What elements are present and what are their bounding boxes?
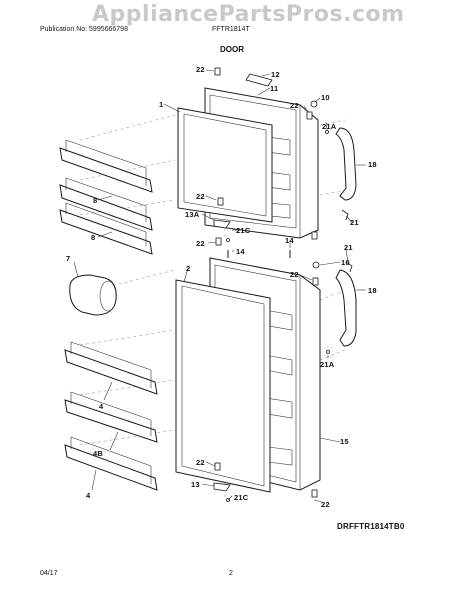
- callout-4: 4: [99, 402, 104, 411]
- callout-4: 4: [86, 491, 91, 500]
- callout-13A: 13A: [185, 210, 200, 219]
- door-bin-8-middle: [59, 177, 153, 231]
- fresh-food-door-gasket: [175, 279, 271, 493]
- callout-8: 8: [93, 196, 98, 205]
- small-hardware: [213, 67, 353, 502]
- callout-22: 22: [196, 65, 205, 74]
- watermark-logo: AppliancePartsPros.com: [92, 2, 405, 27]
- section-title: DOOR: [220, 45, 244, 54]
- callout-22: 22: [321, 500, 330, 509]
- lower-door-handle: [335, 269, 357, 347]
- door-bin-4-upper: [64, 341, 158, 395]
- callout-21: 21: [344, 243, 353, 252]
- callout-18: 18: [368, 286, 377, 295]
- door-bin-8-upper: [59, 139, 153, 193]
- footer-date: 04/17: [40, 570, 58, 577]
- alignment-lines: [79, 114, 346, 500]
- door-bin-4B: [64, 391, 158, 443]
- callout-1: 1: [159, 100, 164, 109]
- callout-22: 22: [290, 101, 299, 110]
- callout-22: 22: [196, 192, 205, 201]
- callout-22: 22: [196, 458, 205, 467]
- door-bin-8-lower: [59, 202, 153, 255]
- callout-21C: 21C: [236, 226, 251, 235]
- callout-12: 12: [271, 70, 280, 79]
- callout-22: 22: [290, 270, 299, 279]
- callout-14: 14: [236, 247, 245, 256]
- callout-21A: 21A: [322, 122, 337, 131]
- callout-15: 15: [340, 437, 349, 446]
- butter-dish-7: [69, 274, 117, 316]
- upper-door-handle: [335, 127, 357, 201]
- callout-10: 10: [321, 93, 330, 102]
- callout-22: 22: [196, 239, 205, 248]
- callout-14: 14: [285, 236, 294, 245]
- model-number: FFTR1814T: [212, 26, 250, 33]
- publication-number: Publication No: 5995666798: [40, 26, 128, 33]
- diagram-code: DRFFTR1814TB0: [337, 522, 405, 531]
- leader-lines: [73, 69, 366, 503]
- freezer-door-gasket: [177, 107, 273, 223]
- callout-13: 13: [191, 480, 200, 489]
- callout-11: 11: [270, 84, 279, 93]
- callout-4B: 4B: [93, 449, 103, 458]
- callout-2: 2: [186, 264, 191, 273]
- callout-8: 8: [91, 233, 96, 242]
- callout-18: 18: [368, 160, 377, 169]
- callout-7: 7: [66, 254, 71, 263]
- callout-21C: 21C: [234, 493, 249, 502]
- callout-21A: 21A: [320, 360, 335, 369]
- callout-10: 10: [341, 258, 350, 267]
- door-bin-4-lower: [64, 436, 158, 491]
- callout-21: 21: [350, 218, 359, 227]
- footer-page-number: 2: [229, 570, 233, 577]
